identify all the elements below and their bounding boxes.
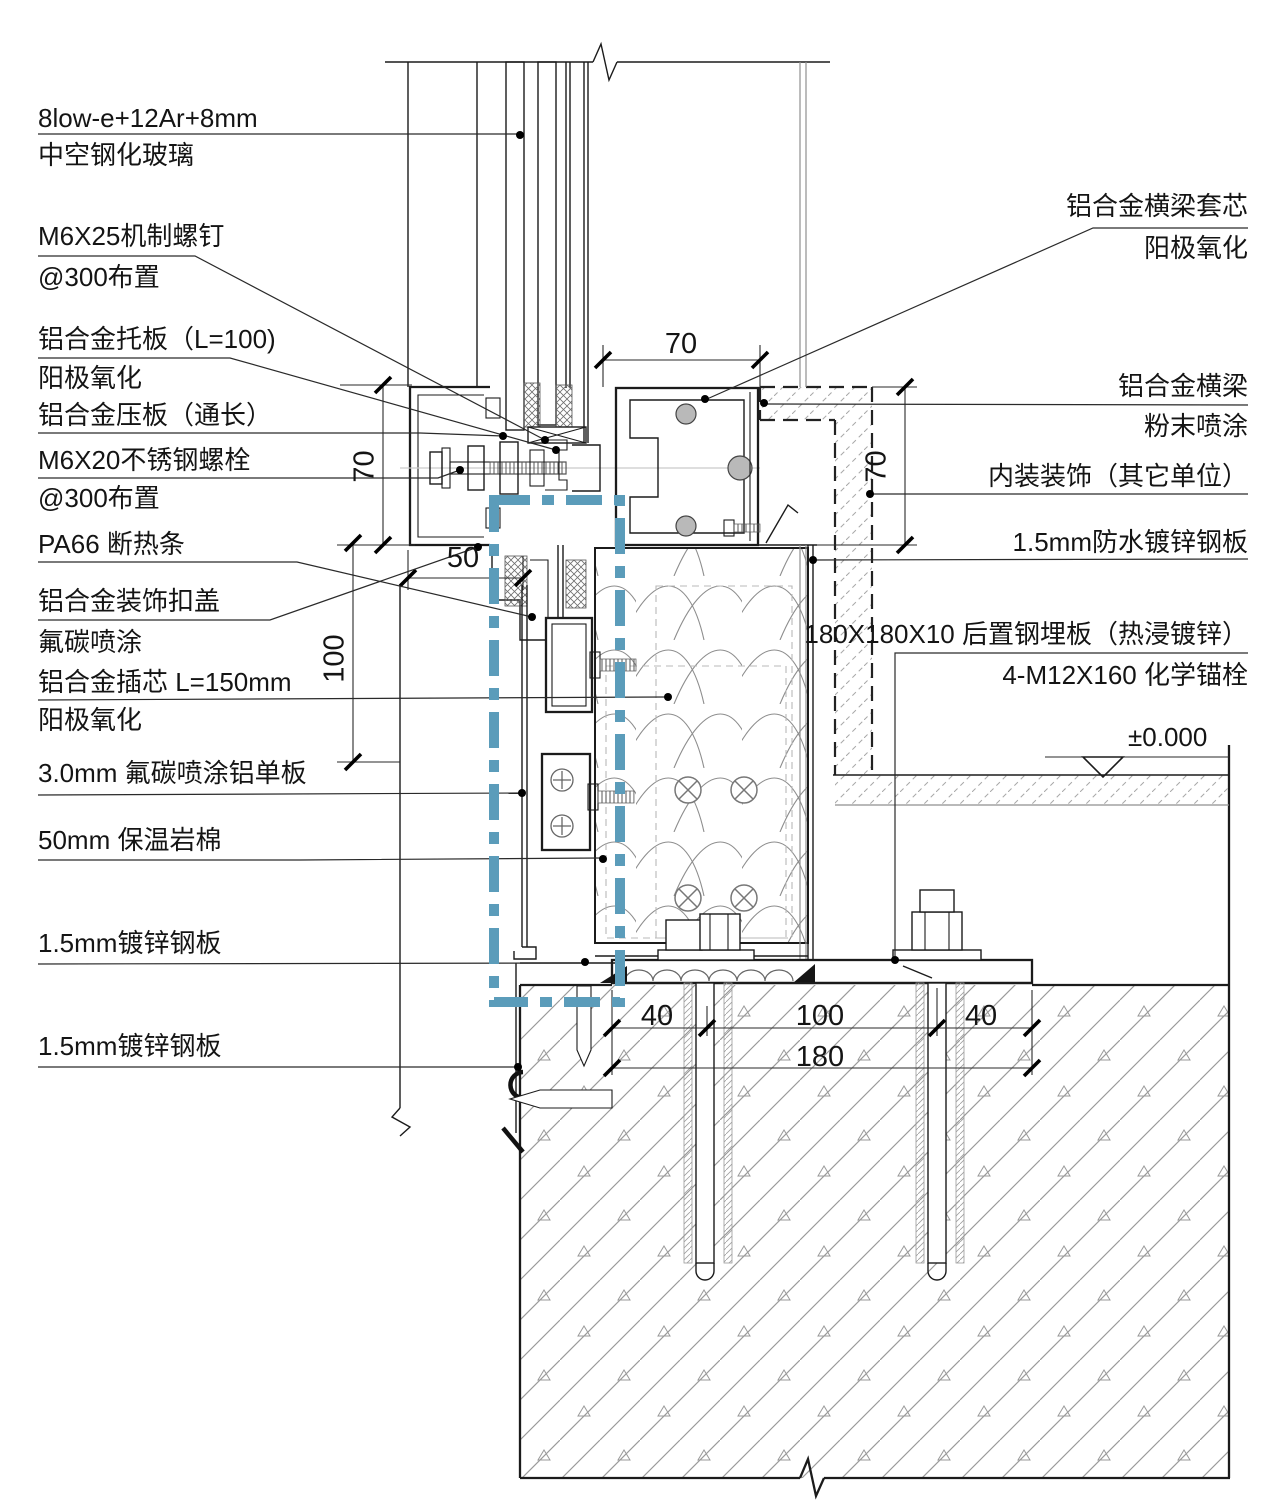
label-transom-core-line1: 铝合金横梁套芯 [1065,191,1248,221]
glass-unit [385,41,830,443]
embed-plate [600,958,1034,985]
aluminium-panel [513,585,637,960]
rock-wool-insulation [594,547,809,944]
insulation-fixing-screws [674,776,758,912]
label-waterproof-sheet: 1.5mm防水镀锌钢板 [1012,527,1248,557]
level-symbol [1045,756,1229,779]
label-cover-cap-line1: 铝合金装饰扣盖 [38,586,221,616]
decorative-cover-cap [408,385,501,547]
label-level-mark: ±0.000 [1128,722,1208,752]
dim-plate-width: 180 [795,1041,845,1073]
detail-callout-box [489,495,625,1007]
label-interior-finish: 内装装饰（其它单位） [987,461,1248,491]
anchor-bolt-left [657,913,755,1281]
dim-transom-height-right: 70 [860,450,893,483]
label-galvanized-sheet-1: 1.5mm镀锌钢板 [38,928,222,958]
label-insert-core-line2: 阳极氧化 [38,705,143,735]
label-rock-wool: 50mm 保温岩棉 [38,825,222,855]
interior-finish-dashed-region [758,385,874,775]
dim-anchor-spacing: 100 [795,1000,845,1032]
interior-floor-band [833,774,1229,806]
dim-cover-height: 100 [318,634,351,683]
label-ss-bolt-line2: @300布置 [38,483,160,513]
dimension-lines [337,345,1042,1078]
pressure-plate-bolt-assembly [400,439,760,495]
label-cover-cap-line2: 氟碳喷涂 [38,627,143,657]
dim-cover-depth: 50 [446,542,480,574]
label-support-plate-line1: 铝合金托板（L=100) [38,324,276,354]
label-galvanized-sheet-2: 1.5mm镀锌钢板 [38,1031,222,1061]
label-aluminium-panel: 3.0mm 氟碳喷涂铝单板 [38,758,307,788]
leader-lines [37,131,1249,1071]
label-glass-line2: 中空钢化玻璃 [38,140,195,170]
dim-anchor-edge-left: 40 [640,1000,674,1032]
label-ss-bolt-line1: M6X20不锈钢螺栓 [38,445,251,475]
label-glass-line1: 8low-e+12Ar+8mm [38,103,258,133]
label-embed-plate-line1: 180X180X10 后置钢埋板（热浸镀锌） [804,619,1248,649]
anchor-bolt-right [892,889,982,1281]
label-pressure-plate: 铝合金压板（通长） [38,400,273,430]
label-machine-screw-line1: M6X25机制螺钉 [38,221,225,251]
label-support-plate-line2: 阳极氧化 [38,363,143,393]
dim-transom-height-left: 70 [348,450,381,483]
label-transom-core-line2: 阳极氧化 [1143,233,1248,263]
dim-anchor-edge-right: 40 [964,1000,998,1032]
label-thermal-break: PA66 断热条 [38,529,185,559]
glass-setting-block [527,426,587,444]
label-embed-plate-line2: 4-M12X160 化学锚栓 [1002,660,1248,690]
label-insert-core-line1: 铝合金插芯 L=150mm [38,667,292,697]
dim-transom-width: 70 [664,328,698,360]
label-transom-line1: 铝合金横梁 [1117,371,1248,401]
transom-profile [614,386,799,547]
label-machine-screw-line2: @300布置 [38,262,160,292]
label-transom-line2: 粉末喷涂 [1143,411,1248,441]
